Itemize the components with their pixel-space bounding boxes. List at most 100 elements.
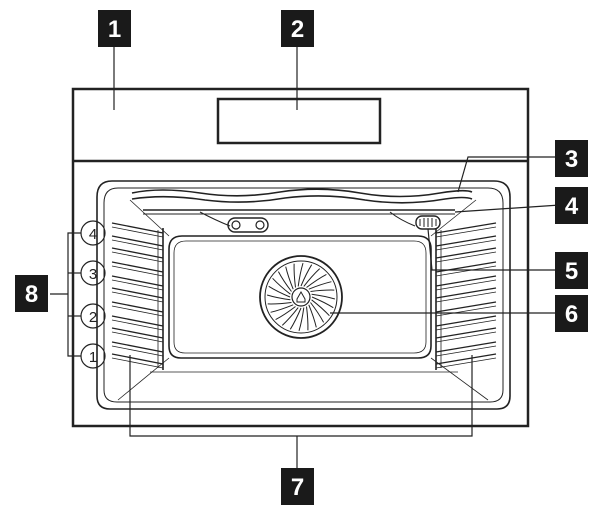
- shelf-rail: [111, 235, 164, 247]
- fan-blade: [306, 306, 309, 331]
- fan-blade: [306, 273, 327, 288]
- callout-8: 8: [15, 275, 48, 312]
- grill-element: [143, 209, 455, 227]
- shelf-rail-edge: [435, 251, 497, 263]
- callout-1: 1: [98, 10, 131, 47]
- fan-blade: [310, 302, 325, 323]
- oven-lamp: [415, 215, 441, 230]
- shelf-rail-edge: [111, 291, 164, 303]
- oven-body: [71, 87, 530, 428]
- shelf-rail: [435, 301, 497, 313]
- shelf-level-1-label: 1: [89, 349, 97, 366]
- shelf-rail: [111, 315, 164, 327]
- callout-5: 5: [555, 252, 588, 289]
- fan-blade: [281, 307, 299, 326]
- shelf-rail: [111, 287, 164, 299]
- shelf-rail: [435, 353, 497, 365]
- shelf-rail-edge: [435, 305, 497, 317]
- callout-2-label: 2: [291, 16, 304, 43]
- fan-blade: [300, 264, 313, 287]
- shelf-rail-edge: [111, 331, 164, 343]
- shelf-rail-edge: [111, 345, 164, 357]
- fan-blade: [268, 285, 291, 298]
- shelf-rail: [111, 327, 164, 339]
- shelf-rail: [435, 327, 497, 339]
- fan-blade: [297, 262, 304, 287]
- fan-blade: [303, 268, 321, 287]
- control-display: [216, 97, 382, 145]
- fan-blade: [285, 266, 294, 290]
- oven-cavity: [96, 180, 511, 410]
- shelf-rail-edge: [435, 265, 497, 277]
- shelf-rail-edge: [111, 357, 164, 369]
- callout-7: 7: [281, 468, 314, 505]
- shelf-rail-edge: [435, 345, 497, 357]
- callout-3: 3: [555, 140, 588, 177]
- shelf-rail: [435, 287, 497, 299]
- fan-blade: [293, 263, 296, 288]
- callout-3-label: 3: [565, 146, 578, 173]
- shelf-rail-edge: [111, 226, 164, 238]
- fan-blade: [277, 271, 292, 292]
- shelf-rail: [435, 341, 497, 353]
- fan-blade: [270, 304, 294, 313]
- shelf-rail: [435, 247, 497, 259]
- shelf-rail-edge: [435, 226, 497, 238]
- fan-blade: [308, 304, 317, 328]
- shelf-rail-edge: [435, 357, 497, 369]
- lamp-housing: [227, 217, 269, 233]
- shelf-rail: [111, 275, 164, 287]
- fan-blade: [311, 296, 334, 309]
- callout-2: 2: [281, 10, 314, 47]
- shelf-rail: [435, 275, 497, 287]
- fan-blade: [272, 277, 291, 295]
- fan-blade: [275, 306, 296, 321]
- callout-6-label: 6: [565, 301, 578, 328]
- shelf-rail-edge: [435, 319, 497, 331]
- shelf-rail-edge: [111, 239, 164, 251]
- shelf-rail-edge: [111, 279, 164, 291]
- fan: [259, 255, 343, 339]
- shelf-rail: [111, 222, 164, 234]
- callout-7-label: 7: [291, 474, 304, 501]
- shelf-level-2-label: 2: [89, 309, 97, 326]
- shelf-rail-edge: [435, 331, 497, 343]
- fan-blade: [311, 293, 336, 300]
- shelf-rail: [435, 222, 497, 234]
- fan-blade: [267, 302, 292, 305]
- cavity-floor: [117, 199, 489, 401]
- cavity-back-panel: [168, 235, 432, 359]
- fan-blade: [308, 281, 332, 290]
- shelf-rail-edge: [435, 279, 497, 291]
- fan-blade: [310, 289, 335, 292]
- top-heating-element: [131, 188, 473, 204]
- callout-4-label: 4: [565, 193, 579, 220]
- shelf-rail: [111, 247, 164, 259]
- shelf-rail: [111, 301, 164, 313]
- leader-lines: [113, 46, 561, 470]
- shelf-rail-edge: [435, 239, 497, 251]
- shelf-rail: [111, 261, 164, 273]
- right-shelf-support: [435, 222, 497, 370]
- left-shelf-support: [111, 222, 164, 370]
- shelf-rail: [435, 235, 497, 247]
- fan-blade: [298, 307, 305, 332]
- shelf-rail-edge: [435, 291, 497, 303]
- shelf-rail-edge: [111, 265, 164, 277]
- shelf-rail-edge: [111, 305, 164, 317]
- shelf-rail: [111, 341, 164, 353]
- shelf-level-4-label: 4: [89, 226, 97, 243]
- callout-8-label: 8: [25, 281, 38, 308]
- shelf-level-markers: 4 3 2 1: [50, 220, 106, 369]
- callout-4: 4: [555, 187, 588, 224]
- callout-1-label: 1: [108, 16, 121, 43]
- shelf-level-3-label: 3: [89, 266, 97, 283]
- shelf-rail-edge: [111, 251, 164, 263]
- callout-6: 6: [555, 295, 588, 332]
- fan-blade: [311, 299, 330, 317]
- callout-5-label: 5: [565, 258, 578, 285]
- shelf-rail: [111, 353, 164, 365]
- fan-blade: [266, 294, 291, 301]
- fan-blade: [289, 307, 302, 330]
